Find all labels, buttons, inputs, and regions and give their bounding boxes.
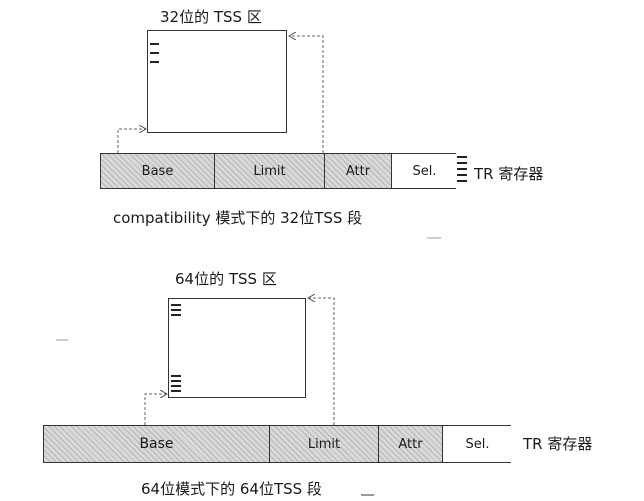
base-field-32: Base: [101, 154, 215, 188]
tss-32-title: 32位的 TSS 区: [160, 8, 262, 26]
tr-register-64-label: TR 寄存器: [523, 435, 593, 453]
limit-field-32: Limit: [215, 154, 325, 188]
tss-32-tick-marks: [150, 43, 159, 63]
selector-field-64: Sel.: [443, 426, 512, 462]
tss-64-tick-marks-top: [171, 304, 181, 316]
tr-register-32: Base Limit Attr Sel.: [100, 153, 457, 189]
tr-register-64: Base Limit Attr Sel.: [43, 425, 512, 463]
tss-32-box: [147, 30, 287, 133]
limit-to-tss-64-arrow: [309, 298, 335, 425]
limit-to-tss-32-arrow: [290, 36, 324, 153]
attr-field-32: Attr: [325, 154, 392, 188]
base-to-tss-64-arrow: [144, 394, 166, 425]
tss-64-box: [168, 298, 306, 398]
attr-field-64: Attr: [379, 426, 443, 462]
limit-field-64: Limit: [270, 426, 379, 462]
caption-32: compatibility 模式下的 32位TSS 段: [113, 209, 363, 227]
base-to-tss-32-arrow: [117, 129, 145, 153]
caption-64: 64位模式下的 64位TSS 段: [141, 480, 322, 498]
base-field-64: Base: [44, 426, 270, 462]
tss-64-tick-marks-bottom: [171, 375, 181, 392]
selector-field-32: Sel.: [392, 154, 457, 188]
tr-register-32-label: TR 寄存器: [474, 165, 544, 183]
tss-64-title: 64位的 TSS 区: [175, 270, 277, 288]
register-32-tick-marks: [457, 156, 467, 182]
